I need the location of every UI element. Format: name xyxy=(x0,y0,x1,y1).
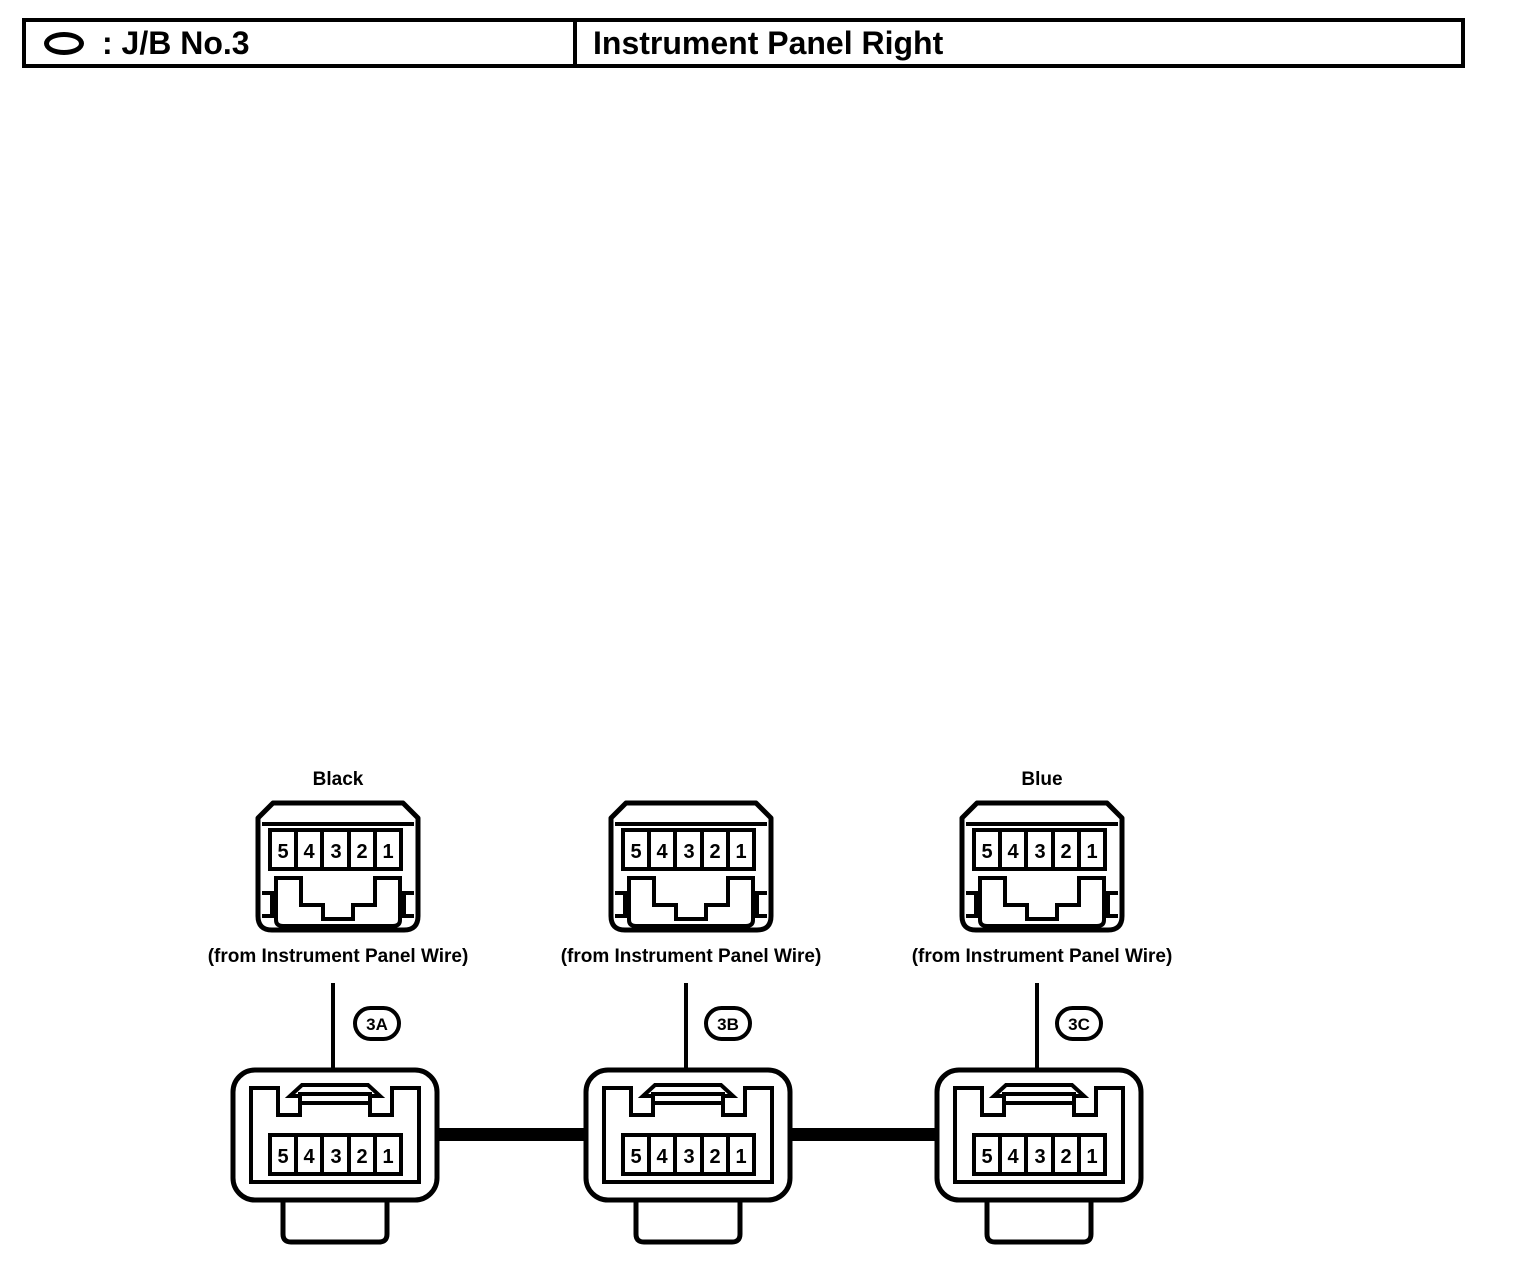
housing-notch-right xyxy=(755,891,767,918)
harness-wire-3a-3b xyxy=(437,1128,602,1141)
badge-label: 3A xyxy=(366,1015,388,1034)
harness-wires xyxy=(437,1128,950,1141)
pin-label: 1 xyxy=(735,841,746,863)
pin-row xyxy=(621,1133,756,1176)
connector-tab xyxy=(984,1189,1094,1245)
connector-tab xyxy=(280,1189,390,1245)
pin-label: 1 xyxy=(735,1146,746,1168)
badge-oval xyxy=(353,1006,401,1041)
header-left-cell: : J/B No.3 xyxy=(26,22,577,64)
top-connector-3c[interactable]: 5 4 3 2 1 xyxy=(959,800,1125,933)
connector-tab xyxy=(633,1189,743,1245)
pin-row xyxy=(621,828,756,871)
pin-label: 3 xyxy=(683,841,694,863)
bottom-connector-3a[interactable]: 5 4 3 2 1 xyxy=(230,1067,440,1245)
pin-label: 4 xyxy=(303,1146,315,1168)
pin-label: 4 xyxy=(656,841,668,863)
header-right-cell: Instrument Panel Right xyxy=(577,22,1461,64)
pin-label: 1 xyxy=(1086,1146,1097,1168)
pin-row xyxy=(268,828,403,871)
badge-oval xyxy=(704,1006,752,1041)
harness-wire-3b-3c xyxy=(790,1128,950,1141)
pin-label: 3 xyxy=(330,841,341,863)
housing-notch-left xyxy=(966,891,978,918)
header-bar: : J/B No.3 Instrument Panel Right xyxy=(22,18,1465,68)
drop-lines xyxy=(331,983,1039,1070)
bottom-connector-3c[interactable]: 5 4 3 2 1 xyxy=(934,1067,1144,1245)
pin-label: 1 xyxy=(382,1146,393,1168)
connector-origin-label-3b: (from Instrument Panel Wire) xyxy=(560,946,822,967)
bottom-connector-3b[interactable]: 5 4 3 2 1 xyxy=(583,1067,793,1245)
connector-origin-label-3a: (from Instrument Panel Wire) xyxy=(207,946,469,967)
pin-label: 2 xyxy=(709,841,720,863)
badge-3b[interactable]: 3B xyxy=(704,1006,752,1041)
connector-color-label-3c: Blue xyxy=(1021,769,1063,790)
oval-icon xyxy=(44,31,84,55)
top-connector-3b[interactable]: 5 4 3 2 1 xyxy=(608,800,774,933)
pin-label: 5 xyxy=(277,1146,288,1168)
pin-label: 2 xyxy=(356,1146,367,1168)
pin-label: 4 xyxy=(303,841,315,863)
connector-color-label-3a: Black xyxy=(312,769,364,790)
badge-oval xyxy=(1055,1006,1103,1041)
pin-row xyxy=(972,828,1107,871)
pin-label: 5 xyxy=(981,841,992,863)
pin-label: 5 xyxy=(277,841,288,863)
pin-label: 3 xyxy=(1034,841,1045,863)
page-title: Instrument Panel Right xyxy=(593,25,944,61)
connector-origin-label-3c: (from Instrument Panel Wire) xyxy=(911,946,1173,967)
pin-label: 4 xyxy=(1007,841,1019,863)
latch-slot xyxy=(651,1092,725,1105)
housing-notch-left xyxy=(262,891,274,918)
jb-label: : J/B No.3 xyxy=(102,25,250,61)
pin-label: 3 xyxy=(1034,1146,1045,1168)
housing-notch-right xyxy=(1106,891,1118,918)
housing-notch-left xyxy=(615,891,627,918)
housing-notch-right xyxy=(402,891,414,918)
pin-row xyxy=(268,1133,403,1176)
pin-label: 2 xyxy=(709,1146,720,1168)
pin-label: 5 xyxy=(630,1146,641,1168)
latch-cavity xyxy=(274,876,402,928)
pin-label: 4 xyxy=(656,1146,668,1168)
pin-label: 5 xyxy=(981,1146,992,1168)
pin-label: 5 xyxy=(630,841,641,863)
pin-label: 2 xyxy=(356,841,367,863)
pin-label: 2 xyxy=(1060,841,1071,863)
latch-slot xyxy=(298,1092,372,1105)
pin-row xyxy=(972,1133,1107,1176)
latch-slot xyxy=(1002,1092,1076,1105)
pin-label: 1 xyxy=(382,841,393,863)
latch-cavity xyxy=(978,876,1106,928)
pin-label: 3 xyxy=(330,1146,341,1168)
pin-label: 1 xyxy=(1086,841,1097,863)
latch-cavity xyxy=(627,876,755,928)
pin-label: 2 xyxy=(1060,1146,1071,1168)
top-connector-3a[interactable]: 5 4 3 2 1 xyxy=(255,800,421,933)
badge-3c[interactable]: 3C xyxy=(1055,1006,1103,1041)
pin-label: 4 xyxy=(1007,1146,1019,1168)
badge-label: 3C xyxy=(1068,1015,1090,1034)
badge-3a[interactable]: 3A xyxy=(353,1006,401,1041)
pin-label: 3 xyxy=(683,1146,694,1168)
badge-label: 3B xyxy=(717,1015,739,1034)
